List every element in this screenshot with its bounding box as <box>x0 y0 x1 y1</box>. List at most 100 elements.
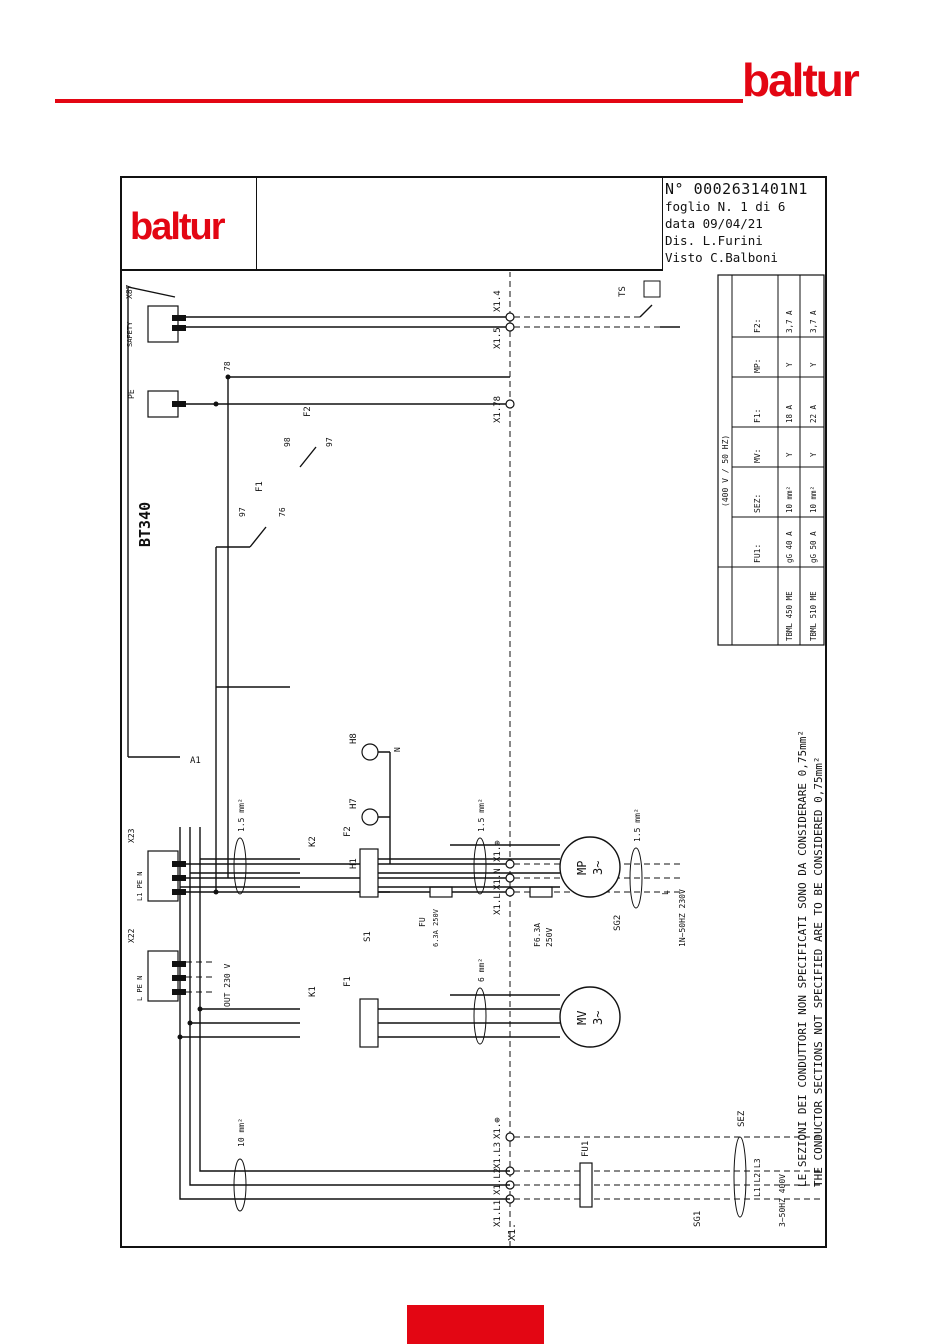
svg-text:gG 50 A: gG 50 A <box>809 531 818 563</box>
sg1-label: SG1 <box>693 1211 703 1227</box>
mv-label: MV <box>575 1011 589 1025</box>
supply-1ph: 1N~50HZ 230V <box>678 889 687 947</box>
svg-text:F2:: F2: <box>753 319 762 333</box>
ts-label: TS <box>618 286 628 297</box>
mp-phase: 3~ <box>591 861 605 875</box>
x87-safety-label: SAFETY <box>126 321 134 347</box>
note-italian: LE SEZIONI DEI CONDUTTORI NON SPECIFICAT… <box>796 730 809 1187</box>
svg-text:Y: Y <box>809 362 818 367</box>
x22-label: X22 <box>127 928 136 943</box>
drawn-by: Dis. L.Furini <box>665 233 763 248</box>
k1-label: K1 <box>308 986 318 997</box>
svg-text:Y: Y <box>809 452 818 457</box>
titleblock-info: N° 0002631401N1 foglio N. 1 di 6 data 09… <box>665 180 825 270</box>
motor-mv <box>559 986 621 1048</box>
svg-text:gG 40 A: gG 40 A <box>785 531 794 563</box>
svg-text:Y: Y <box>785 362 794 367</box>
x23-pins: L1 PE N <box>136 871 144 901</box>
svg-text:97: 97 <box>325 437 334 447</box>
sez-label: SEZ <box>737 1110 747 1127</box>
header-rule <box>55 99 743 103</box>
motor-mp <box>559 836 621 898</box>
svg-text:MP:: MP: <box>753 359 762 373</box>
section-3: 1.5 mm² <box>477 798 486 832</box>
doc-number: N° 0002631401N1 <box>665 180 808 198</box>
supply-3ph: 3~50HZ 400V <box>778 1174 787 1227</box>
section-2: 1.5 mm² <box>237 798 246 832</box>
h1-label: H1 <box>349 858 359 869</box>
svg-text:76: 76 <box>278 507 287 517</box>
mv-phase: 3~ <box>591 1011 605 1025</box>
f63-label: F6.3A <box>533 923 542 947</box>
mp-label: MP <box>575 861 589 875</box>
svg-text:22 A: 22 A <box>809 404 818 423</box>
terminal-x1-l1: X1.L1 <box>493 1200 503 1227</box>
svg-text:baltur: baltur <box>130 206 226 245</box>
checked-by: Visto C.Balboni <box>665 250 778 265</box>
terminal-x1-pe: X1.⊕ <box>493 840 503 862</box>
terminal-x1-pe2: X1.⊕ <box>493 1117 503 1139</box>
phases-label: L1 L2 L3 <box>753 1158 762 1197</box>
wiring-schematic: A1 X87 SAFETY PE BT340 X23 L1 PE N X22 L… <box>125 272 825 1247</box>
x87-label: X87 <box>125 284 134 299</box>
svg-text:MV:: MV: <box>753 449 762 463</box>
terminal-x1-l2: X1.L2 <box>493 1168 503 1195</box>
svg-text:SEZ:: SEZ: <box>753 494 762 513</box>
controller-label: A1 <box>190 756 201 766</box>
terminal-x1-5: X1.5 <box>493 327 503 349</box>
wire-78: 78 <box>223 361 232 371</box>
titleblock-description-cell <box>257 176 663 271</box>
section-4: 6 mm² <box>477 958 486 982</box>
thermostat-symbol <box>643 280 661 298</box>
drawing-date: data 09/04/21 <box>665 216 763 231</box>
h7-label: H7 <box>349 798 359 809</box>
spec-caption: (400 V / 50 HZ) <box>721 435 730 507</box>
page-tab <box>407 1305 544 1344</box>
x22-pins: L PE N <box>136 976 144 1001</box>
svg-text:97: 97 <box>238 507 247 517</box>
svg-text:TBML 510 ME: TBML 510 ME <box>809 591 818 641</box>
sg2-label: SG2 <box>613 915 623 931</box>
fuse-fu <box>429 886 453 898</box>
terminal-x1-4: X1.4 <box>493 290 503 312</box>
terminal-x1-l3: X1.L3 <box>493 1142 503 1169</box>
l-label: L <box>661 890 670 895</box>
terminal-x1-n: X1.N <box>493 868 503 890</box>
svg-text:3,7 A: 3,7 A <box>785 310 794 333</box>
spec-table: (400 V / 50 HZ) FU1: SEZ: MV: F1: MP: F2… <box>717 274 825 646</box>
note-english: THE CONDUCTOR SECTIONS NOT SPECIFIED ARE… <box>812 757 825 1187</box>
svg-text:FU1:: FU1: <box>753 544 762 563</box>
lamp-h7 <box>361 808 379 826</box>
svg-text:10 mm²: 10 mm² <box>809 486 818 513</box>
fu1-label: FU1 <box>581 1141 591 1157</box>
x23-label: X23 <box>127 828 136 843</box>
svg-text:TBML 450 ME: TBML 450 ME <box>785 591 794 641</box>
titleblock-baltur-logo: baltur <box>130 206 228 245</box>
controller-outline-top <box>127 286 176 757</box>
section-5: 10 mm² <box>237 1118 246 1147</box>
svg-text:baltur: baltur <box>742 56 860 104</box>
ts-switch <box>639 304 680 328</box>
f63-rating: 250V <box>545 928 554 947</box>
k2-label: K2 <box>308 836 318 847</box>
fu-label: FU <box>418 917 427 927</box>
fu-rating: 6.3A 250V <box>432 908 440 947</box>
terminal-x1: X1. <box>507 1223 518 1241</box>
svg-text:18 A: 18 A <box>785 404 794 423</box>
out-label: OUT 230 V <box>223 963 232 1007</box>
terminal-x1-78: X1.78 <box>493 396 503 423</box>
fuse-f63 <box>529 886 553 898</box>
s1-label: S1 <box>363 931 373 942</box>
svg-text:98: 98 <box>283 437 292 447</box>
f2-label: F2 <box>303 406 313 417</box>
lamp-h8 <box>361 743 379 761</box>
x87-connector <box>147 305 179 343</box>
board-label: BT340 <box>136 502 154 547</box>
drawing-frame <box>120 176 827 1248</box>
svg-text:F1:: F1: <box>753 409 762 423</box>
svg-text:3,7 A: 3,7 A <box>809 310 818 333</box>
svg-text:Y: Y <box>785 452 794 457</box>
h8-label: H8 <box>349 733 359 744</box>
f1-overload-label: F1 <box>343 976 353 987</box>
terminal-x1-l: X1.L <box>493 893 503 915</box>
